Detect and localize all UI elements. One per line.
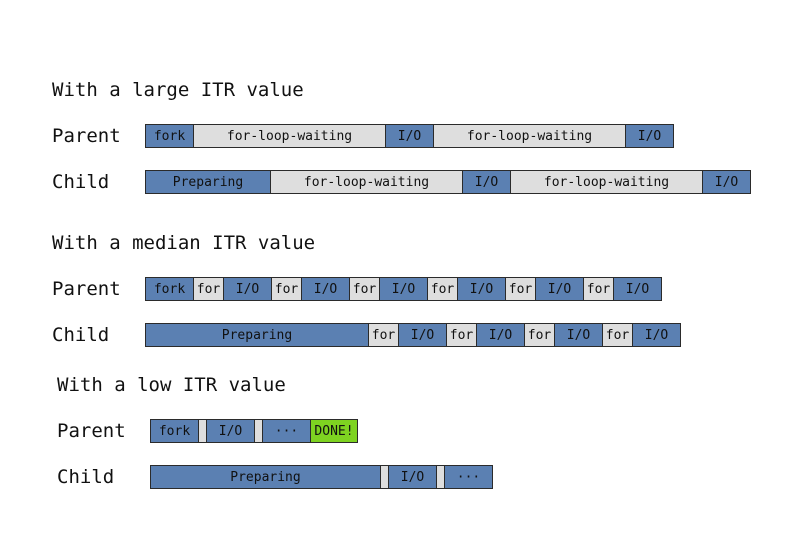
segment-preparing: Preparing [150,465,381,489]
segment-io: I/O [632,323,681,347]
timeline-median-child: Preparing for I/O for I/O for I/O for I/… [145,323,681,347]
segment-ellipsis: ··· [444,465,493,489]
timeline-low-child: Preparing I/O ··· [150,465,493,489]
segment-wait: for [602,323,633,347]
segment-io: I/O [535,277,584,301]
segment-wait: for-loop-waiting [433,124,626,148]
segment-io: I/O [613,277,662,301]
segment-fork: fork [145,277,194,301]
segment-fork: fork [150,419,199,443]
segment-wait: for [505,277,536,301]
segment-ellipsis: ··· [262,419,311,443]
segment-wait: for [271,277,302,301]
timeline-low-parent: fork I/O ··· DONE! [150,419,358,443]
row-label-child: Child [52,324,110,346]
segment-io: I/O [462,170,511,194]
segment-wait: for [446,323,477,347]
row-label-parent: Parent [52,278,121,300]
segment-wait: for-loop-waiting [270,170,463,194]
segment-io: I/O [388,465,437,489]
segment-io: I/O [379,277,428,301]
segment-wait: for [193,277,224,301]
row-label-child: Child [52,171,110,193]
segment-wait: for-loop-waiting [510,170,703,194]
segment-io: I/O [457,277,506,301]
segment-preparing: Preparing [145,323,369,347]
section-title-low-itr: With a low ITR value [57,374,286,396]
timeline-median-parent: fork for I/O for I/O for I/O for I/O for… [145,277,662,301]
section-title-median-itr: With a median ITR value [52,232,316,254]
segment-io: I/O [385,124,434,148]
segment-wait: for [524,323,555,347]
segment-io: I/O [223,277,272,301]
segment-io: I/O [206,419,255,443]
segment-wait: for [349,277,380,301]
row-label-parent: Parent [52,125,121,147]
timeline-large-parent: fork for-loop-waiting I/O for-loop-waiti… [145,124,674,148]
row-label-parent: Parent [57,420,126,442]
segment-io: I/O [476,323,525,347]
segment-wait: for [427,277,458,301]
segment-io: I/O [702,170,751,194]
segment-preparing: Preparing [145,170,271,194]
segment-wait: for-loop-waiting [193,124,386,148]
segment-fork: fork [145,124,194,148]
segment-done: DONE! [310,419,358,443]
segment-io: I/O [625,124,674,148]
segment-wait: for [368,323,399,347]
row-label-child: Child [57,466,115,488]
segment-io: I/O [301,277,350,301]
section-title-large-itr: With a large ITR value [52,79,304,101]
timeline-large-child: Preparing for-loop-waiting I/O for-loop-… [145,170,751,194]
segment-io: I/O [398,323,447,347]
segment-wait: for [583,277,614,301]
segment-io: I/O [554,323,603,347]
